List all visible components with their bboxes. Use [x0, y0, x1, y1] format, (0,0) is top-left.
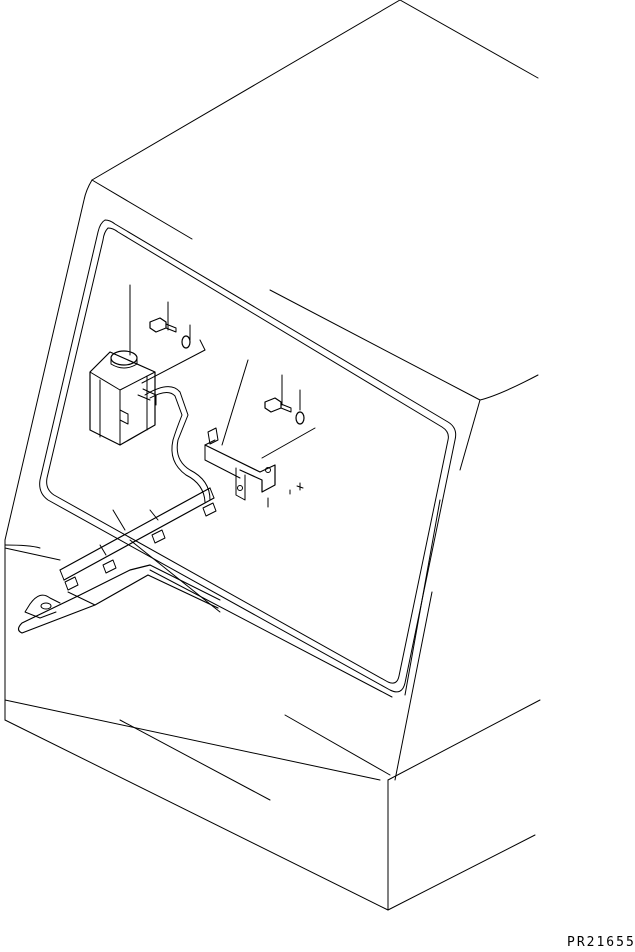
bolt-lower	[265, 398, 291, 412]
bracket-leaders	[222, 360, 315, 458]
cab-body	[5, 0, 540, 910]
washer-tank	[90, 351, 156, 445]
nozzle-tube	[60, 488, 214, 580]
tank-leaders	[130, 285, 205, 383]
washer-upper	[182, 336, 190, 348]
tube-clamps	[65, 503, 216, 590]
washer-hose	[145, 387, 210, 502]
drawing-code: PR21655	[567, 935, 635, 950]
tube-leaders	[113, 510, 220, 612]
bolt-upper	[150, 318, 176, 332]
hose-end-marks	[268, 490, 290, 507]
washer-lower	[296, 412, 304, 424]
window-frame	[40, 220, 456, 692]
bracket	[205, 428, 303, 503]
wiper-nozzle	[19, 565, 221, 633]
